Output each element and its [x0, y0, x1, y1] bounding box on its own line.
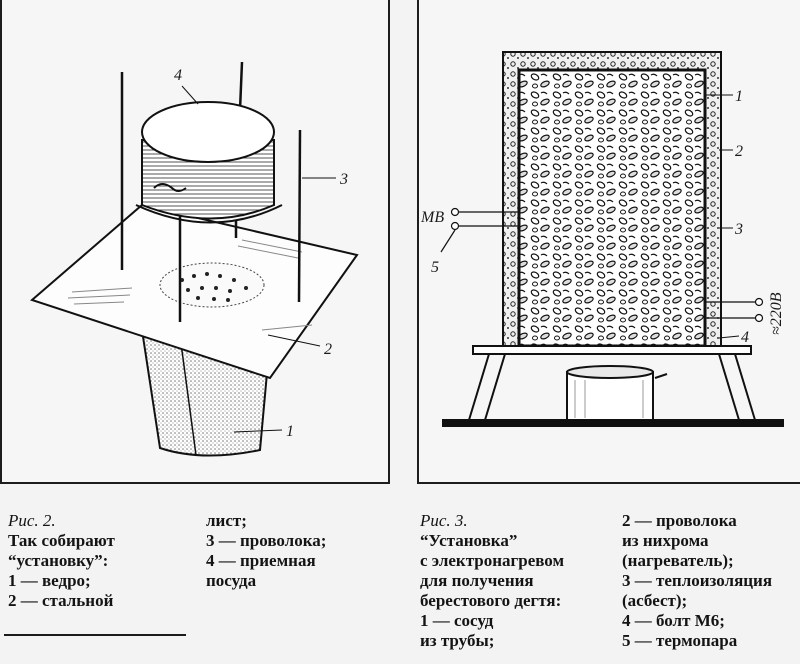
caption-divider-rule: [4, 634, 186, 636]
fig3-caption-line: для получения: [420, 571, 534, 590]
fig2-callout-3: 3: [339, 171, 348, 188]
figure-3-caption-col2: 2 — проволока из нихрома (нагреватель); …: [622, 511, 772, 651]
fig2-caption-line: 1 — ведро;: [8, 571, 91, 590]
fig3-caption-line: 2 — проволока: [622, 511, 737, 530]
figure-2-illustration: 4 3 2 1: [0, 0, 390, 484]
fig2-caption-line: посуда: [206, 571, 257, 590]
steel-sheet-shape: [30, 203, 359, 380]
fig2-caption-line: Рис. 2.: [8, 511, 56, 530]
fig3-callout-5: 5: [431, 259, 439, 276]
thermocouple-terminals: [440, 207, 519, 253]
fig3-callout-3: 3: [734, 221, 743, 238]
fig2-callout-1: 1: [286, 423, 294, 440]
fig2-caption-line: 2 — стальной: [8, 591, 114, 610]
figure-3-caption-col1: Рис. 3. “Установка” с электронагревом дл…: [420, 511, 564, 651]
fig2-callout-4: 4: [174, 67, 182, 84]
power-terminals: [705, 297, 764, 323]
fig3-caption-line: “Установка”: [420, 531, 518, 550]
fig2-caption-line: 4 — приемная: [206, 551, 316, 570]
fig2-caption-line: 3 — проволока;: [206, 531, 327, 550]
figure-2-caption-col1: Рис. 2. Так собирают “установку”: 1 — ве…: [8, 511, 115, 611]
fig3-caption-line: (асбест);: [622, 591, 688, 610]
fig3-caption-line: Рис. 3.: [420, 511, 468, 530]
fig2-caption-line: “установку”:: [8, 551, 109, 570]
fig3-caption-line: (нагреватель);: [622, 551, 734, 570]
fig3-callout-2: 2: [735, 143, 743, 160]
stand-shape: [442, 345, 784, 427]
receiving-pot-shape: [135, 101, 283, 224]
fig2-caption-line: Так собирают: [8, 531, 115, 550]
vessel-with-bark-shape: [517, 68, 707, 348]
fig3-caption-line: берестового дегтя:: [420, 591, 562, 610]
fig3-caption-line: 4 — болт М6;: [622, 611, 725, 630]
fig3-caption-line: 1 — сосуд: [420, 611, 494, 630]
figure-3-drawing: 1 2 3 4 5 МВ ≈220В: [420, 51, 785, 427]
fig2-callout-2: 2: [324, 341, 332, 358]
fig2-caption-line: лист;: [206, 511, 247, 530]
fig3-callout-4: 4: [741, 329, 749, 346]
fig3-caption-line: 3 — теплоизоляция: [622, 571, 773, 590]
collecting-pot-shape: [566, 365, 668, 421]
figure-2-drawing: 4 3 2 1: [30, 61, 359, 457]
fig3-callout-mv: МВ: [420, 209, 444, 226]
fig3-caption-line: 5 — термопара: [622, 631, 738, 650]
fig3-caption-line: из трубы;: [420, 631, 495, 650]
fig3-callout-voltage: ≈220В: [768, 292, 785, 335]
fig3-caption-line: из нихрома: [622, 531, 709, 550]
figure-2-caption-col2: лист; 3 — проволока; 4 — приемная посуда: [206, 511, 326, 591]
figure-3-illustration: 1 2 3 4 5 МВ ≈220В: [417, 0, 800, 484]
fig3-callout-1: 1: [735, 88, 743, 105]
fig3-caption-line: с электронагревом: [420, 551, 565, 570]
